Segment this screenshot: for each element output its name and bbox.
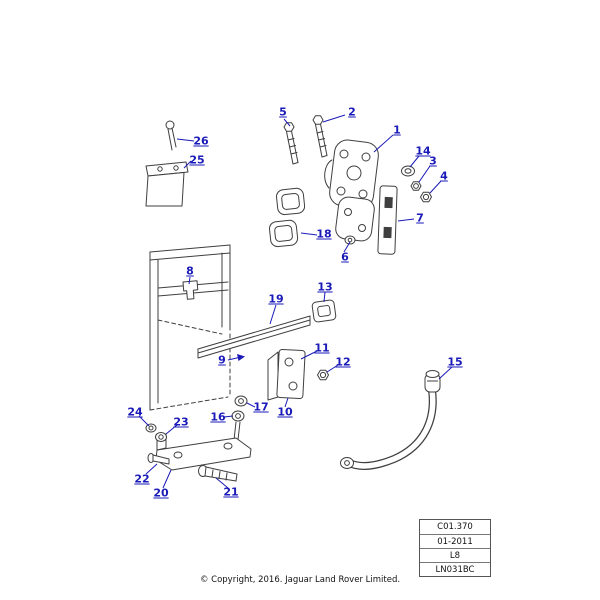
leader-lines [138, 114, 453, 489]
callout-11[interactable]: 11 [314, 341, 330, 355]
control-rod [197, 315, 311, 359]
hinge-spacers [269, 187, 306, 248]
callout-18[interactable]: 18 [316, 227, 332, 241]
door-frame [149, 244, 231, 411]
callout-26[interactable]: 26 [193, 134, 209, 148]
callout-15[interactable]: 15 [447, 355, 463, 369]
callout-3[interactable]: 3 [429, 154, 437, 168]
callout-24[interactable]: 24 [127, 405, 143, 419]
rod-end-block [311, 299, 337, 323]
callout-13[interactable]: 13 [317, 280, 333, 294]
callout-12[interactable]: 12 [335, 355, 351, 369]
callout-19[interactable]: 19 [268, 292, 284, 306]
callout-23[interactable]: 23 [173, 415, 189, 429]
callout-4[interactable]: 4 [440, 169, 448, 183]
latch-bracket [267, 349, 306, 401]
hinge-assembly [324, 139, 379, 245]
rod-clip [182, 280, 199, 300]
cotter-pin [165, 120, 177, 151]
callout-16[interactable]: 16 [210, 410, 226, 424]
callout-8[interactable]: 8 [186, 264, 194, 278]
screw [147, 453, 170, 465]
callout-20[interactable]: 20 [153, 486, 169, 500]
rod-nut [317, 369, 329, 381]
backing-plate [377, 185, 398, 255]
check-strap-handle [340, 370, 441, 470]
ref-code-date: 01-2011 [420, 534, 490, 548]
callout-10[interactable]: 10 [277, 405, 293, 419]
ref-code-model: L8 [420, 548, 490, 562]
callout-1[interactable]: 1 [393, 123, 401, 137]
copyright-text: © Copyright, 2016. Jaguar Land Rover Lim… [199, 575, 401, 585]
washer-and-nuts [401, 165, 432, 203]
hinge-bolts [283, 115, 328, 165]
ref-code-figure: C01.370 [437, 522, 473, 532]
callout-21[interactable]: 21 [223, 485, 239, 499]
reference-box: C01.370 01-2011 L8 LN031BC [419, 519, 491, 577]
ref-code-drawing: LN031BC [420, 562, 490, 576]
bolt-horizontal [198, 465, 238, 482]
washer-stack [231, 395, 248, 441]
callout-6[interactable]: 6 [341, 250, 349, 264]
callout-2[interactable]: 2 [348, 105, 356, 119]
callout-7[interactable]: 7 [416, 211, 424, 225]
callout-5[interactable]: 5 [279, 105, 287, 119]
callout-22[interactable]: 22 [134, 472, 150, 486]
callout-17[interactable]: 17 [253, 400, 269, 414]
striker-bracket [145, 161, 189, 207]
callout-25[interactable]: 25 [189, 153, 205, 167]
callout-9[interactable]: 9 [218, 353, 226, 367]
callout-14[interactable]: 14 [415, 144, 431, 158]
